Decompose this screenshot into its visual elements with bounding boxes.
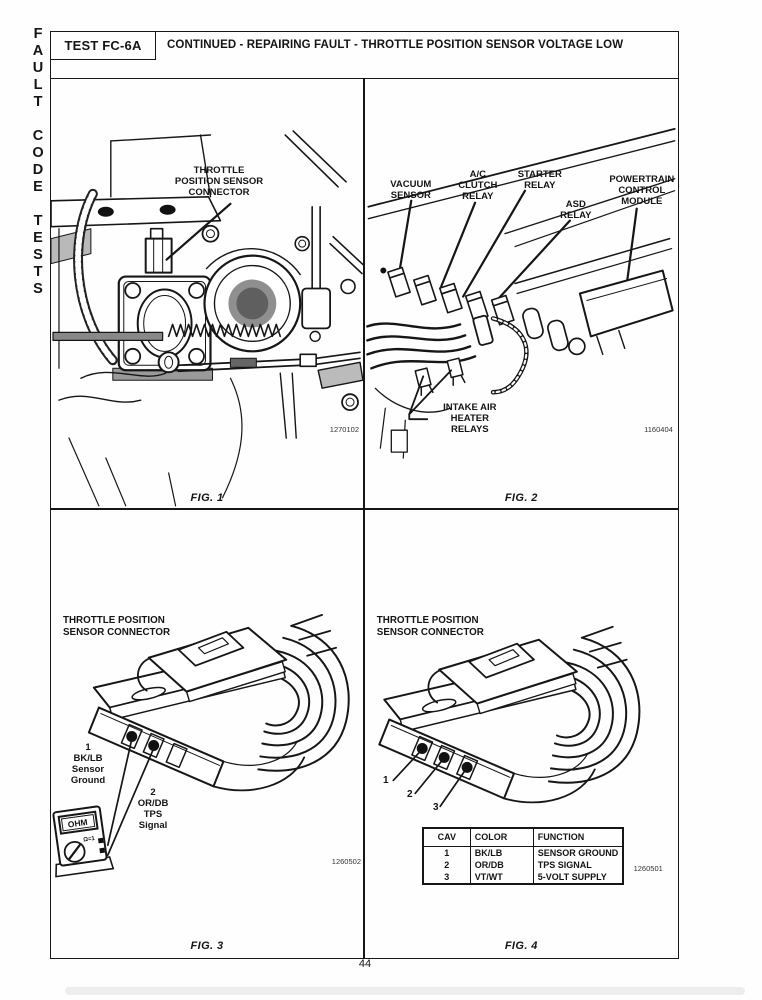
test-id-box: TEST FC-6A [51, 32, 156, 60]
fig4-pin-marker-1: 1 [383, 774, 389, 786]
cell-function-3: 5-VOLT SUPPLY [537, 871, 607, 882]
col-header-cav: CAV [422, 827, 471, 847]
fig1-caption: FIG. 1 [190, 492, 224, 504]
cell-cav-1: 1 [422, 846, 471, 859]
fig3-figure-id: 1260502 [331, 856, 361, 866]
fig4-pin-marker-2: 2 [407, 788, 413, 800]
fig2-callout-vacuum-sensor: VACUUM SENSOR [390, 179, 432, 201]
fig4-connector-drawing [378, 625, 641, 807]
panel-vertical-divider [363, 77, 365, 958]
col-header-function: FUNCTION [533, 827, 623, 847]
fig2-caption: FIG. 2 [504, 492, 538, 504]
table-row: 2 OR/DB TPS SIGNAL [422, 858, 623, 871]
fig2-callout-powertrain-control-module: POWERTRAIN CONTROL MODULE [609, 174, 675, 207]
fig1-throttle-body-drawing [51, 130, 363, 507]
panel-horizontal-divider [51, 508, 678, 510]
fig3-pin2-label: 2 OR/DB TPS Signal [137, 786, 169, 831]
cell-color-3: VT/WT [470, 870, 534, 884]
col-header-color: COLOR [470, 827, 534, 847]
fig4-cav-table: CAV COLOR FUNCTION 1 BK/LB SENSOR GROUND… [421, 826, 624, 885]
page-frame: TEST FC-6A CONTINUED - REPAIRING FAULT -… [50, 31, 679, 959]
fig1-callout-tps-connector: THROTTLE POSITION SENSOR CONNECTOR [174, 165, 264, 198]
fig2-engine-bay-drawing [365, 127, 676, 459]
fig2-callout-intake-air-heater-relays: INTAKE AIR HEATER RELAYS [443, 402, 497, 435]
page-title: CONTINUED - REPAIRING FAULT - THROTTLE P… [167, 39, 624, 51]
cell-cav-2: 2 [422, 858, 471, 871]
cell-color-1: BK/LB [470, 846, 534, 859]
fig3-connector-drawing: OHM Ω=1 [52, 613, 350, 878]
scan-artifact-bar [65, 987, 745, 995]
fig2-figure-id: 1160404 [644, 425, 673, 434]
fig3-connector-label: THROTTLE POSITION SENSOR CONNECTOR [63, 614, 171, 638]
fig1-figure-id: 1270102 [329, 425, 359, 434]
fig2-callout-ac-clutch-relay: A/C CLUTCH RELAY [458, 169, 498, 202]
cell-function-1: SENSOR GROUND [537, 847, 619, 858]
fig1-panel: THROTTLE POSITION SENSOR CONNECTOR 12701… [51, 79, 363, 508]
cell-function-2: TPS SIGNAL [537, 859, 592, 870]
fig4-pin-marker-3: 3 [433, 801, 439, 813]
cell-cav-3: 3 [422, 870, 471, 884]
ohmmeter-range-text: Ω=1 [83, 836, 96, 844]
fig2-panel: VACUUM SENSOR A/C CLUTCH RELAY STARTER R… [365, 79, 678, 508]
fig3-caption: FIG. 3 [190, 939, 224, 952]
fig3-panel: OHM Ω=1 THROTTLE POSITION SENSOR CONNECT… [51, 510, 363, 957]
page-number: 44 [358, 958, 372, 970]
fig4-panel: THROTTLE POSITION SENSOR CONNECTOR 1 2 3… [365, 510, 678, 957]
sidebar-vertical-title: F A U L T C O D E T E S T S [32, 26, 44, 297]
fig3-pin1-label: 1 BK/LB Sensor Ground [70, 741, 106, 786]
ohmmeter-display-text: OHM [67, 817, 88, 830]
cell-color-2: OR/DB [470, 858, 534, 871]
fig4-caption: FIG. 4 [504, 939, 538, 952]
fig4-connector-label: THROTTLE POSITION SENSOR CONNECTOR [376, 614, 484, 638]
table-row: 3 VT/WT 5-VOLT SUPPLY [422, 870, 623, 884]
fig2-callout-starter-relay: STARTER RELAY [517, 169, 562, 191]
table-row: 1 BK/LB SENSOR GROUND [422, 846, 623, 859]
fig4-figure-id: 1260501 [633, 863, 663, 873]
table-header-row: CAV COLOR FUNCTION [422, 827, 623, 847]
fig2-callout-asd-relay: ASD RELAY [560, 199, 592, 221]
